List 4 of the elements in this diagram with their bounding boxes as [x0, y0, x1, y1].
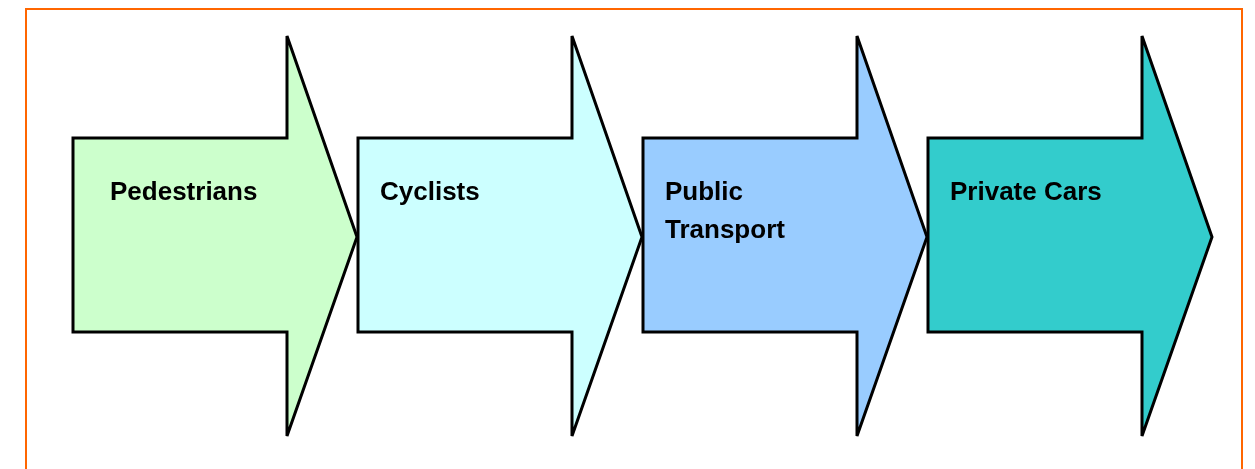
- stage-label: Public Transport: [665, 175, 786, 246]
- stage-label: Private Cars: [950, 175, 1103, 208]
- stage-label: Cyclists: [380, 175, 481, 208]
- stage-label: Pedestrians: [110, 175, 259, 208]
